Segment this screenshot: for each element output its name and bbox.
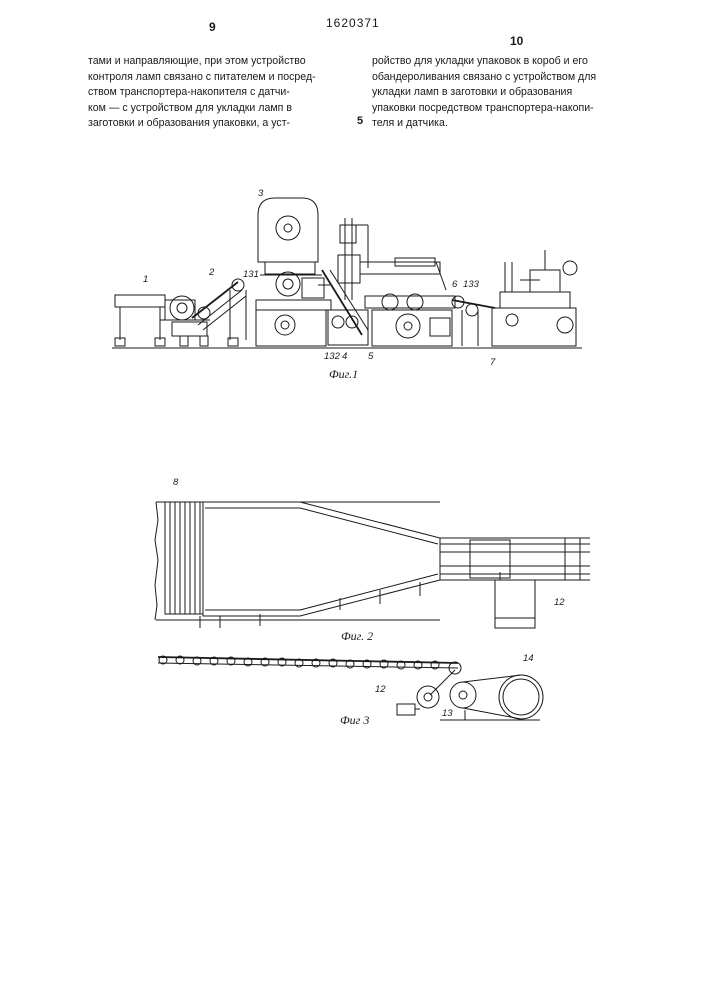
fig3-label-14: 14 [523,653,534,664]
fig3-label-12: 12 [375,684,386,695]
drive-gear-13 [417,686,439,708]
belt-pulley-14 [499,675,543,719]
motor-12-small [397,704,415,715]
fig3-label-13: 13 [442,708,453,719]
chain-line [158,657,458,663]
fig3-caption: Фиг 3 [340,713,369,728]
